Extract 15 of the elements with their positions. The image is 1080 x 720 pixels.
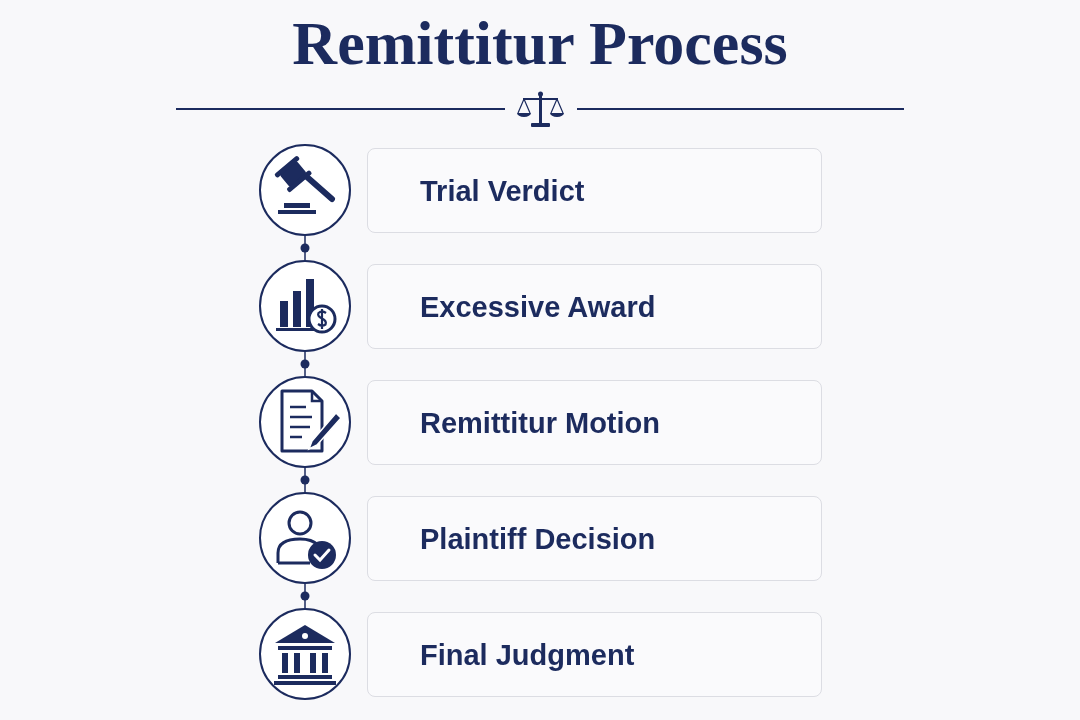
connector-line <box>304 583 306 609</box>
step-label: Trial Verdict <box>420 174 585 207</box>
title: Remittitur Process <box>291 8 789 79</box>
step-label: Excessive Award <box>420 290 656 323</box>
connector-line <box>304 467 306 493</box>
step-box <box>367 148 822 233</box>
step-box <box>367 380 822 465</box>
step-label: Plaintiff Decision <box>420 522 656 555</box>
step-label: Final Judgment <box>420 638 635 671</box>
connector-line <box>304 351 306 377</box>
step-box <box>367 612 822 697</box>
step-label: Remittitur Motion <box>420 406 660 439</box>
step-box <box>367 496 822 581</box>
step-box <box>367 264 822 349</box>
connector-line <box>304 235 306 261</box>
